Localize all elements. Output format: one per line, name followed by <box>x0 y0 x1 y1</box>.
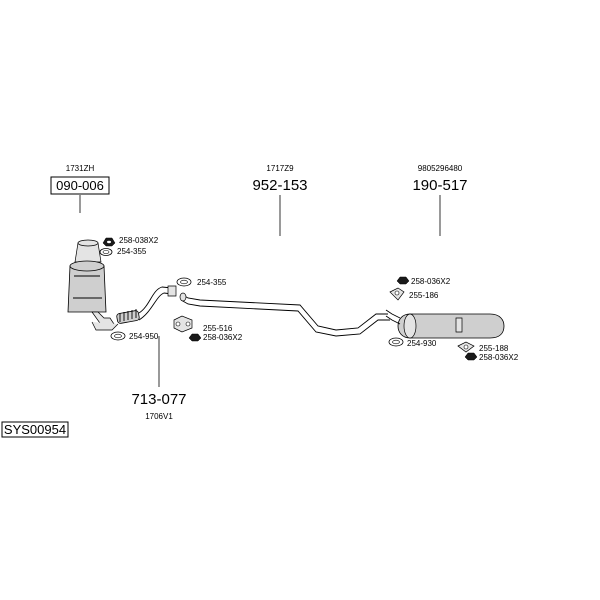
part-ref-9805296480: 9805296480 <box>418 164 463 173</box>
part-number-box <box>50 176 110 195</box>
system-code: SYS00954 <box>4 422 66 437</box>
gasket-icon[interactable] <box>110 331 126 341</box>
accessory-label: 258-036X2 <box>411 277 451 286</box>
nut-icon[interactable] <box>464 352 478 361</box>
nut-icon[interactable] <box>396 276 410 285</box>
part-ref-1717Z9: 1717Z9 <box>266 164 294 173</box>
accessory-label: 254-950 <box>129 332 159 341</box>
flex-pipe-part[interactable] <box>91 285 177 331</box>
accessory-label: 255-516 <box>203 324 233 333</box>
part-number-190-517[interactable]: 190-517 <box>412 177 467 194</box>
rear-silencer-part[interactable] <box>385 309 505 339</box>
gasket-icon[interactable] <box>99 248 113 256</box>
system-code-box <box>1 421 69 438</box>
part-number-713-077[interactable]: 713-077 <box>131 391 186 408</box>
accessory-label: 258-038X2 <box>119 236 159 245</box>
part-ref-1706V1: 1706V1 <box>145 412 173 421</box>
accessory-label: 254-355 <box>117 247 147 256</box>
part-ref-1731ZH: 1731ZH <box>66 164 95 173</box>
accessory-label: 254-355 <box>197 278 227 287</box>
accessory-label: 254-930 <box>407 339 437 348</box>
middle-pipe-part[interactable] <box>179 292 390 337</box>
nut-icon[interactable] <box>102 237 116 247</box>
nut-icon[interactable] <box>188 333 202 342</box>
accessory-label: 255-188 <box>479 344 509 353</box>
part-number-090-006[interactable]: 090-006 <box>56 178 104 193</box>
gasket-icon[interactable] <box>176 277 192 287</box>
rubber-mount-icon[interactable] <box>457 341 475 353</box>
clamp-icon[interactable] <box>173 315 193 333</box>
accessory-label: 255-186 <box>409 291 439 300</box>
part-number-952-153[interactable]: 952-153 <box>252 177 307 194</box>
gasket-icon[interactable] <box>388 337 404 347</box>
rubber-mount-icon[interactable] <box>389 287 405 301</box>
accessory-label: 258-036X2 <box>203 333 243 342</box>
catalytic-converter-part[interactable] <box>67 239 115 329</box>
accessory-label: 258-036X2 <box>479 353 519 362</box>
